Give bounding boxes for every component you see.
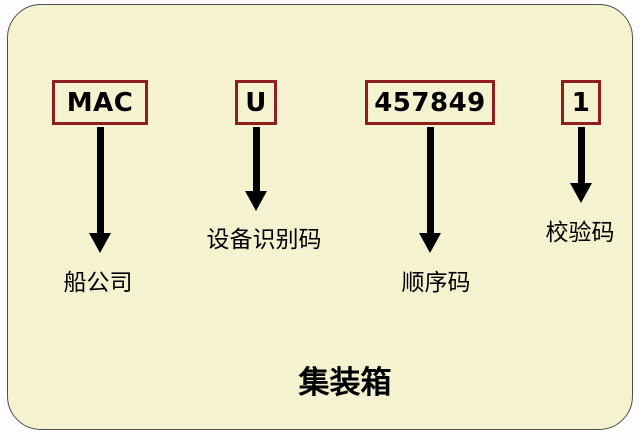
container-number-diagram-panel: MAC 船公司 U 设备识别码 457849 顺序码 1: [7, 4, 633, 430]
arrow-shaft: [426, 127, 434, 233]
arrow-head: [245, 191, 267, 211]
code-box-serial-number: 457849: [365, 80, 495, 125]
arrow-head: [570, 183, 592, 203]
label-equipment-identifier: 设备识别码: [206, 227, 322, 253]
code-value-equipment-identifier: U: [245, 87, 267, 118]
down-arrow-icon-equipment-identifier: [245, 127, 267, 211]
arrow-head: [89, 233, 111, 253]
down-arrow-icon-check-digit: [570, 127, 592, 203]
down-arrow-icon-serial-number: [419, 127, 441, 253]
arrow-shaft: [252, 127, 260, 191]
code-value-check-digit: 1: [571, 87, 591, 118]
label-shipping-company: 船公司: [63, 270, 133, 296]
diagram-title: 集装箱: [298, 365, 392, 401]
label-check-digit: 校验码: [545, 220, 615, 246]
code-box-check-digit: 1: [561, 80, 601, 125]
arrow-shaft: [96, 127, 104, 233]
code-box-shipping-company: MAC: [52, 80, 148, 125]
down-arrow-icon-shipping-company: [89, 127, 111, 253]
code-value-serial-number: 457849: [374, 87, 486, 118]
arrow-head: [419, 233, 441, 253]
label-serial-number: 顺序码: [401, 270, 471, 296]
code-box-equipment-identifier: U: [235, 80, 277, 125]
code-value-shipping-company: MAC: [66, 87, 134, 118]
arrow-shaft: [577, 127, 585, 183]
